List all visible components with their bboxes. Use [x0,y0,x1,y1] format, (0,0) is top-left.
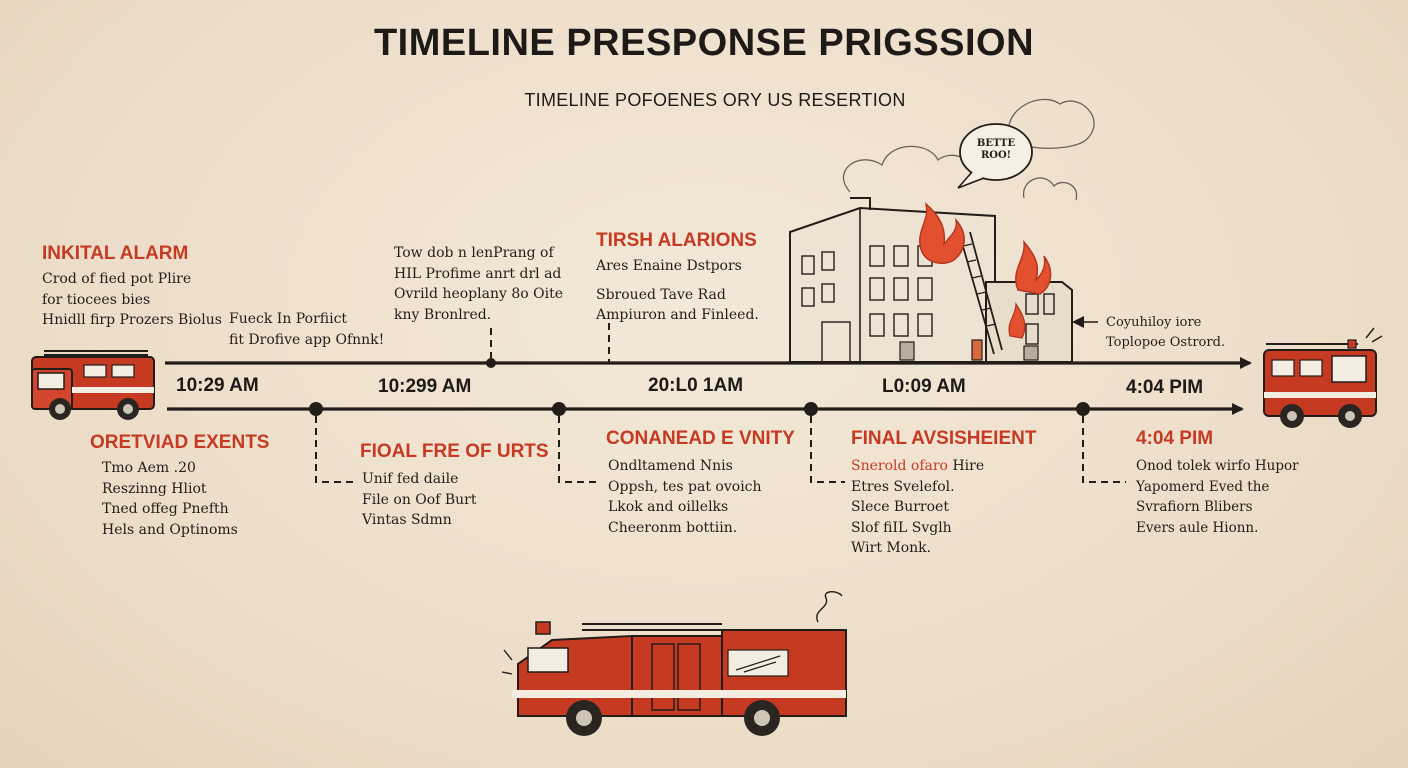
lower-node [552,402,566,416]
fire-truck-left-icon [31,350,155,420]
event-final-time: 4:04 PIM Onod tolek wirfo Hupor Yapomerd… [1136,428,1299,536]
event-final-fire-units: FIOAL FRE OF URTS Unif fed daile File on… [360,441,549,528]
burning-building-icon [789,98,1095,363]
lower-node [1076,402,1090,416]
time-label: 10:299 AM [378,376,472,397]
event-final-assessment: FINAL AVSISHEIENT Snerold ofaro Hire Etr… [851,428,1037,556]
upper-node [486,358,496,368]
event-overview: ORETVIAD EXENTS Tmo Aem .20 Reszinng Hli… [90,432,270,538]
speech-bubble [957,123,1033,189]
page-title: TIMELINE PRESPONSE PRIGSSION [373,22,1035,64]
speech-bubble-text: BETTE ROO! [976,138,1016,161]
note-building: Coyuhiloy iore Toplopoe Ostrord. [1106,315,1226,350]
event-initial-alarm: INKITAL ALARM Crod of fied pot Plire for… [42,243,222,328]
note-check-in: Fueck In Porfiict fit Drofive app Ofnnk! [229,311,385,348]
page-subtitle: TIMELINE POFOENES ORY US RESERTION [524,90,906,110]
event-contained-activity: CONANEAD E VNITY Ondltamend Nnis Oppsh, … [606,428,795,536]
lower-node [804,402,818,416]
time-label: 20:L0 1AM [648,375,744,396]
time-label: 10:29 AM [176,375,259,396]
event-dispatch-notes: Tow dob n lenPrang of HIL Profime anrt d… [394,245,563,323]
lower-node [309,402,323,416]
time-label: 4:04 PIM [1126,377,1204,398]
fire-truck-right-icon [1263,327,1383,428]
fire-truck-bottom-icon [501,591,847,736]
time-label: L0:09 AM [882,376,966,397]
event-first-alarms: TIRSH ALARIONS Ares Enaine Dstpors Sbrou… [596,230,759,323]
